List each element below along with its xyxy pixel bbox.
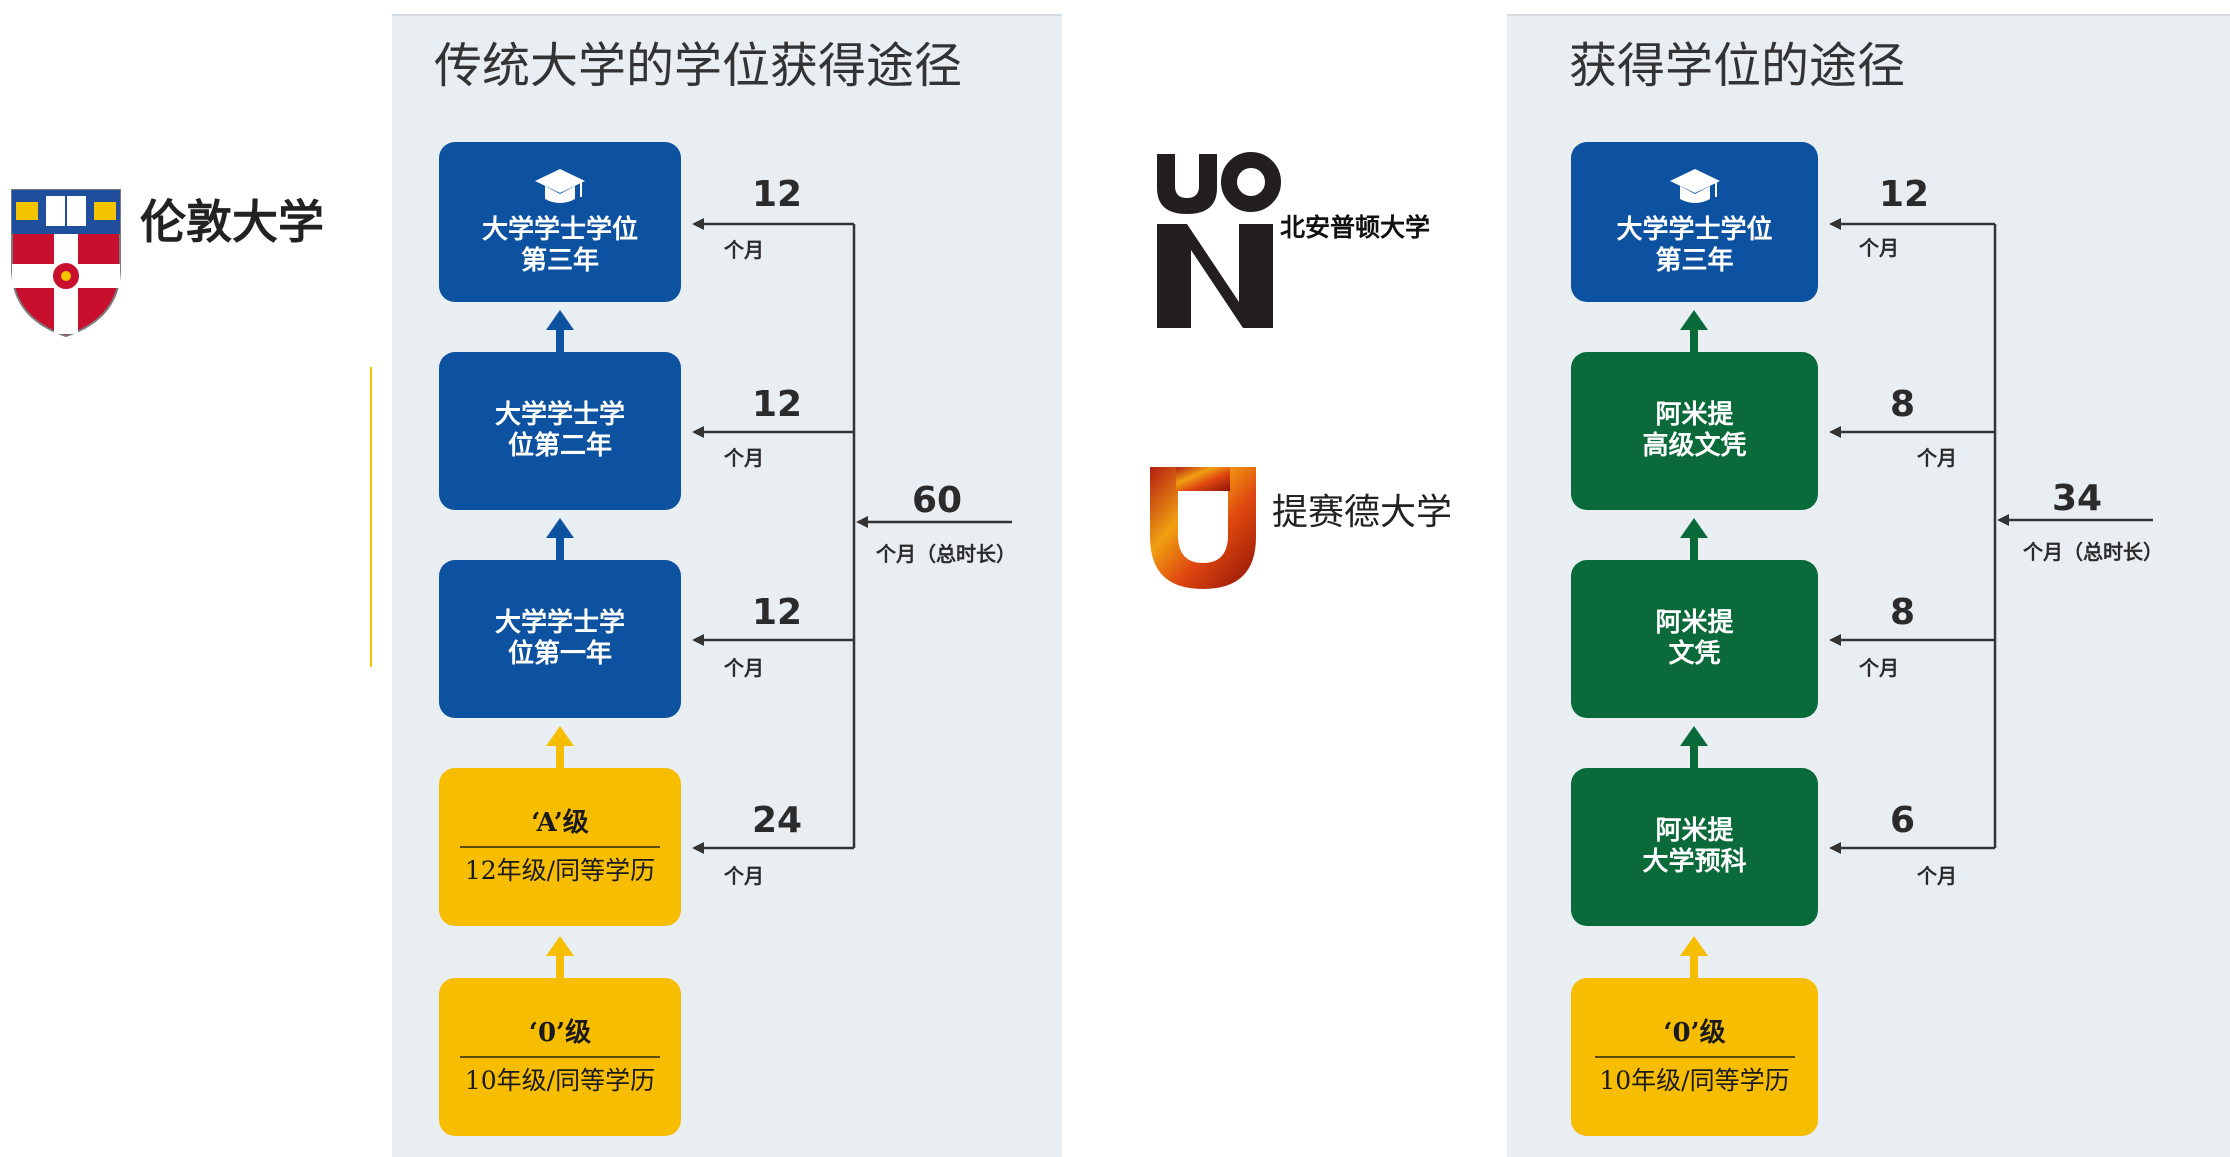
graduation-cap-icon bbox=[535, 168, 585, 203]
duration-unit: 个月 bbox=[724, 446, 764, 470]
duration-arrow-head bbox=[1829, 634, 1841, 646]
flow-arrow-head bbox=[546, 936, 574, 956]
duration-arrow-head bbox=[856, 516, 868, 528]
duration-value: 8 bbox=[1890, 384, 1916, 425]
flow-arrow-shaft bbox=[1690, 326, 1698, 352]
duration-arrow-head bbox=[692, 426, 704, 438]
box-heading: ‘A’级 bbox=[531, 808, 589, 839]
box-subtext: 10年级/同等学历 bbox=[464, 1065, 656, 1095]
flow-arrow-shaft bbox=[556, 952, 564, 978]
box-line: 阿米提 bbox=[1655, 399, 1734, 430]
northampton-name: 北安普顿大学 bbox=[1280, 213, 1431, 242]
total-duration-unit: 个月（总时长） bbox=[876, 542, 1016, 566]
box-line: 文凭 bbox=[1668, 639, 1721, 669]
box-line: 大学预科 bbox=[1642, 847, 1747, 877]
box-line: 第三年 bbox=[520, 246, 599, 276]
flow-arrow-head bbox=[1680, 310, 1708, 330]
london-name: 伦敦大学 bbox=[140, 195, 324, 249]
london-crest-icon bbox=[10, 188, 122, 338]
box-heading: ‘0’级 bbox=[1663, 1018, 1726, 1049]
left-panel-title: 传统大学的学位获得途径 bbox=[434, 38, 963, 94]
box-divider bbox=[1594, 1055, 1795, 1058]
duration-value: 12 bbox=[1879, 174, 1930, 215]
duration-arrow-head bbox=[1997, 514, 2009, 526]
right-box-foundation: 阿米提 大学预科 bbox=[1571, 768, 1818, 926]
total-duration-value: 60 bbox=[912, 480, 963, 521]
teesside-t-icon bbox=[1148, 465, 1258, 590]
duration-unit: 个月 bbox=[1917, 446, 1957, 470]
flow-arrow-head bbox=[546, 310, 574, 330]
flow-arrow-shaft bbox=[1690, 952, 1698, 978]
right-box-year3: 大学学士学位 第三年 bbox=[1571, 142, 1818, 302]
duration-unit: 个月 bbox=[1859, 656, 1899, 680]
flow-arrow-shaft bbox=[556, 742, 564, 768]
box-line: 大学学士学 bbox=[494, 607, 625, 638]
graduation-cap-icon bbox=[1669, 168, 1720, 203]
box-line: 阿米提 bbox=[1655, 607, 1734, 638]
box-line: 大学学士学位 bbox=[1616, 214, 1773, 245]
left-flow-graphics bbox=[546, 218, 1012, 978]
flow-arrow-shaft bbox=[556, 534, 564, 560]
duration-arrow-head bbox=[1829, 842, 1841, 854]
flow-arrow-head bbox=[546, 726, 574, 746]
duration-arrow-head bbox=[692, 842, 704, 854]
duration-arrow-head bbox=[692, 634, 704, 646]
duration-unit: 个月 bbox=[724, 656, 764, 680]
box-line: 位第一年 bbox=[507, 639, 612, 669]
left-box-year1: 大学学士学 位第一年 bbox=[439, 560, 681, 718]
left-pathway-panel: 传统大学的学位获得途径 大学学士学位 第三年 大学学士学 位第二年 大学学士学 … bbox=[392, 14, 1062, 1157]
box-divider bbox=[460, 845, 660, 848]
divider-line bbox=[370, 367, 372, 667]
left-box-a-level: ‘A’级 12年级/同等学历 bbox=[439, 768, 681, 926]
right-pathway-panel: 获得学位的途径 大学学士学位 第三年 阿米提 高级文凭 阿米提 文凭 阿米提 大… bbox=[1507, 14, 2230, 1157]
box-line: 阿米提 bbox=[1655, 815, 1734, 846]
duration-unit: 个月 bbox=[1917, 864, 1957, 888]
duration-unit: 个月 bbox=[724, 238, 764, 262]
duration-value: 12 bbox=[752, 384, 803, 425]
box-subtext: 12年级/同等学历 bbox=[464, 855, 656, 885]
flow-arrow-shaft bbox=[556, 326, 564, 352]
right-flow-graphics bbox=[1680, 218, 2153, 978]
box-divider bbox=[460, 1055, 660, 1058]
right-box-o-level: ‘0’级 10年级/同等学历 bbox=[1571, 978, 1818, 1136]
duration-value: 24 bbox=[752, 800, 803, 841]
box-heading: ‘0’级 bbox=[528, 1018, 592, 1049]
duration-unit: 个月 bbox=[724, 864, 764, 888]
flow-arrow-shaft bbox=[1690, 742, 1698, 768]
duration-arrow-head bbox=[1829, 218, 1841, 230]
flow-arrow-head bbox=[1680, 726, 1708, 746]
duration-value: 6 bbox=[1890, 800, 1916, 841]
box-line: 第三年 bbox=[1655, 246, 1734, 276]
total-duration-value: 34 bbox=[2052, 478, 2103, 519]
teesside-name: 提赛德大学 bbox=[1272, 492, 1453, 533]
left-box-year3: 大学学士学位 第三年 bbox=[439, 142, 681, 302]
box-line: 高级文凭 bbox=[1642, 431, 1747, 461]
duration-arrow-head bbox=[1829, 426, 1841, 438]
right-panel-title: 获得学位的途径 bbox=[1569, 38, 1906, 94]
flow-arrow-head bbox=[546, 518, 574, 538]
duration-value: 8 bbox=[1890, 592, 1916, 633]
total-duration-unit: 个月（总时长） bbox=[2023, 540, 2163, 564]
box-line: 位第二年 bbox=[507, 431, 612, 461]
flow-arrow-head bbox=[1680, 518, 1708, 538]
duration-arrow-head bbox=[692, 218, 704, 230]
box-subtext: 10年级/同等学历 bbox=[1599, 1065, 1790, 1095]
flow-arrow-head bbox=[1680, 936, 1708, 956]
duration-value: 12 bbox=[752, 174, 803, 215]
box-line: 大学学士学位 bbox=[481, 214, 638, 245]
duration-value: 12 bbox=[752, 592, 803, 633]
uon-mark-icon bbox=[1155, 152, 1281, 330]
flow-arrow-shaft bbox=[1690, 534, 1698, 560]
left-box-year2: 大学学士学 位第二年 bbox=[439, 352, 681, 510]
right-box-advanced-diploma: 阿米提 高级文凭 bbox=[1571, 352, 1818, 510]
right-box-diploma: 阿米提 文凭 bbox=[1571, 560, 1818, 718]
box-line: 大学学士学 bbox=[494, 399, 625, 430]
left-box-o-level: ‘0’级 10年级/同等学历 bbox=[439, 978, 681, 1136]
duration-unit: 个月 bbox=[1859, 236, 1899, 260]
